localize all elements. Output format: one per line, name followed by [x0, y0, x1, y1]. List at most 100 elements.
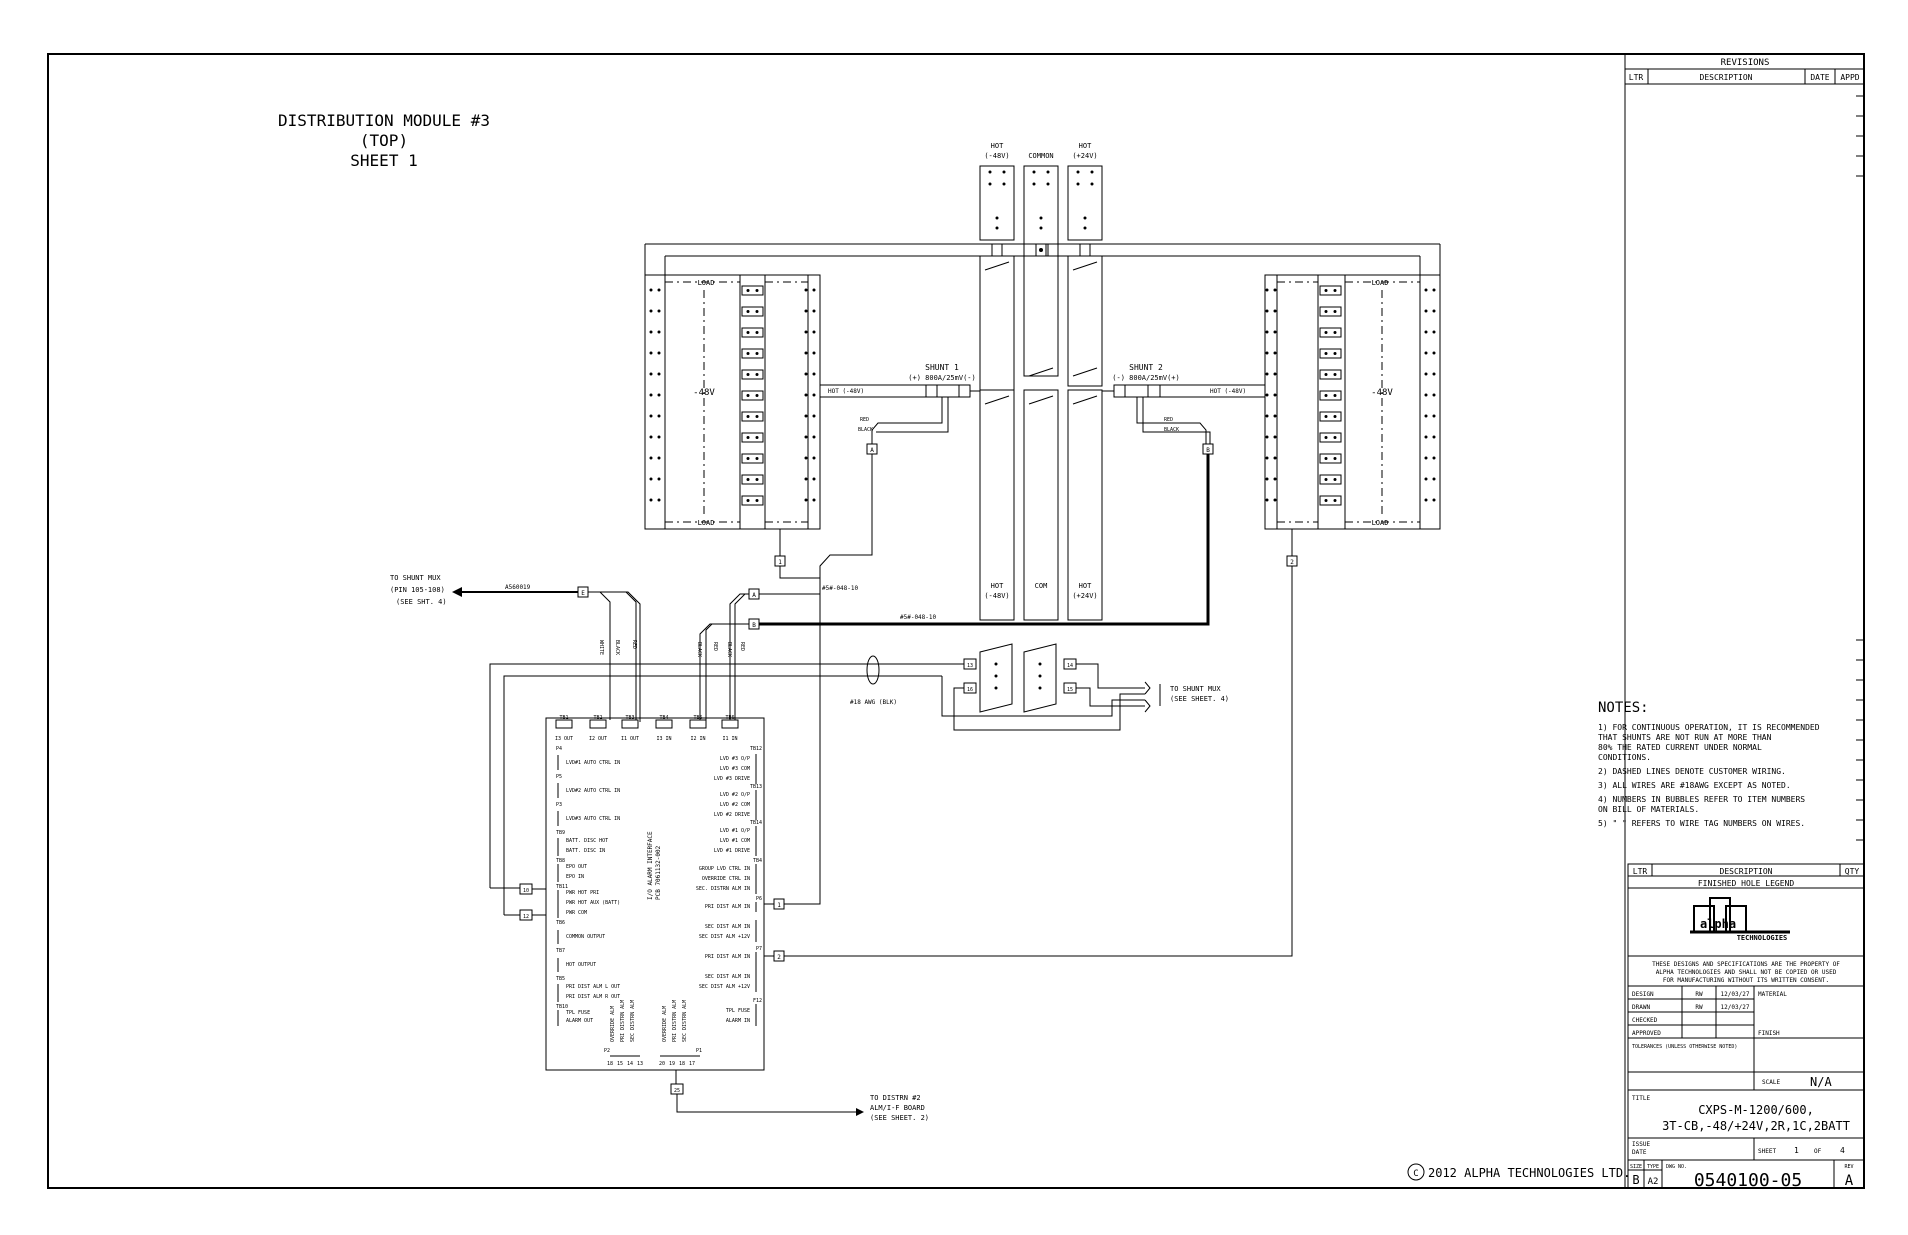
right-edge-ticks — [1856, 95, 1864, 841]
shunt1-black: BLACK — [858, 427, 873, 433]
right-item-13: SEC DIST ALM IN — [705, 924, 750, 930]
notes-item-3: CONDITIONS. — [1598, 753, 1651, 762]
title-block: LTR DESCRIPTION QTY FINISHED HOLE LEGEND… — [1627, 863, 1865, 1191]
breaker-terminal — [1319, 348, 1342, 359]
revisions-col-date: DATE — [1810, 73, 1829, 82]
bus-hot-neg-value: (-48V) — [984, 152, 1009, 160]
mount-hole — [812, 456, 816, 460]
logo-sub: TECHNOLOGIES — [1737, 934, 1788, 942]
terminal-hole — [755, 394, 759, 397]
right-item-15: PRI DIST ALM IN — [705, 954, 750, 960]
notes-heading: NOTES: — [1598, 700, 1649, 716]
tb-issue: ISSUE — [1632, 1141, 1650, 1148]
left-breaker-column — [741, 285, 764, 506]
tb-sheet-num: 1 — [1794, 1146, 1799, 1155]
mount-hole — [649, 498, 653, 502]
tag-13-label: 13 — [967, 663, 973, 669]
tb-scale-label: SCALE — [1762, 1079, 1780, 1086]
tb-legend: FINISHED HOLE LEGEND — [1698, 879, 1795, 888]
mount-hole — [804, 309, 808, 313]
tb-size-value: B — [1632, 1173, 1639, 1187]
right-item-5: LVD #2 DRIVE — [714, 812, 750, 818]
breaker-terminal — [1319, 327, 1342, 338]
breaker-terminal — [741, 453, 764, 464]
breaker-terminal — [1319, 306, 1342, 317]
mount-hole — [1432, 414, 1436, 418]
left-item-1: LVD#2 AUTO CTRL IN — [566, 788, 620, 794]
tag-10-label: 10 — [523, 888, 529, 894]
top-conn-1: I2 OUT — [589, 736, 607, 742]
mounting-holes-1 — [804, 288, 816, 502]
mount-hole — [649, 456, 653, 460]
mount-hole — [1424, 372, 1428, 376]
to-shunt-mux-left-3: (SEE SHT. 4) — [396, 598, 447, 606]
terminal-hole — [755, 436, 759, 439]
middle-bus-bars: HOT (-48V) COM HOT (+24V) — [979, 255, 1103, 621]
tb-sheet-label: SHEET — [1758, 1148, 1776, 1155]
mount-hole — [1273, 330, 1277, 334]
alpha-logo: alpha TECHNOLOGIES — [1690, 897, 1790, 942]
tb-type-label: TYPE — [1647, 1164, 1659, 1170]
terminal-hole — [1324, 457, 1328, 460]
breaker-terminal — [741, 306, 764, 317]
tag-15-label: 15 — [1067, 687, 1073, 693]
to-distrn-2: ALM/I-F BOARD — [870, 1104, 925, 1112]
left-panel-load-top: LOAD — [698, 279, 715, 287]
tag-1-board-label: 1 — [777, 902, 781, 909]
tag-1-top-label: 1 — [778, 559, 782, 566]
mount-hole — [657, 435, 661, 439]
left-id-9: TB10 — [556, 1004, 568, 1010]
tb-drawn: DRAWN — [1632, 1004, 1650, 1011]
right-id-5: P7 — [756, 946, 762, 952]
notes: NOTES: 1) FOR CONTINUOUS OPERATION, IT I… — [1598, 700, 1820, 828]
terminal-hole — [1324, 499, 1328, 502]
left-id-1: P5 — [556, 774, 562, 780]
mount-hole — [1424, 309, 1428, 313]
bottom-pin-3: 13 — [637, 1061, 643, 1067]
mount-hole — [812, 309, 816, 313]
terminal-hole — [755, 415, 759, 418]
tb-ltr: LTR — [1633, 867, 1648, 876]
tag-12-label: 12 — [523, 914, 529, 920]
right-item-11: SEC. DISTRN ALM IN — [696, 886, 750, 892]
tag-a-wire-label: A — [752, 592, 756, 599]
terminal-hole — [755, 457, 759, 460]
bottom-item-3: OVERRIDE ALM — [662, 1006, 668, 1042]
tag-b-shunt2-label: B — [1206, 447, 1210, 454]
right-item-6: LVD #1 O/P — [720, 828, 750, 834]
copyright-symbol: C — [1413, 1169, 1418, 1179]
mount-hole — [1265, 477, 1269, 481]
board-bottom-items: OVERRIDE ALM PRI DISTRN ALM SEC DISTRN A… — [604, 1000, 702, 1067]
revisions-col-appd: APPD — [1840, 73, 1859, 82]
left-panel-hot-tag: HOT (-48V) — [828, 388, 864, 395]
left-item-12: PRI DIST ALM L OUT — [566, 984, 620, 990]
tb-prop-2: ALPHA TECHNOLOGIES AND SHALL NOT BE COPI… — [1656, 969, 1837, 976]
top-id-2: TB3 — [625, 715, 634, 721]
right-item-19: ALARM IN — [726, 1018, 750, 1024]
right-item-9: GROUP LVD CTRL IN — [699, 866, 750, 872]
tag-e-label: E — [581, 590, 585, 597]
terminal-hole — [746, 373, 750, 376]
drawing-border — [47, 53, 1865, 1189]
bottom-hot-neg-value: (-48V) — [984, 592, 1009, 600]
bottom-hot-pos-value: (+24V) — [1072, 592, 1097, 600]
right-panel-load-bottom: LOAD — [1372, 519, 1389, 527]
bus-common-label: COMMON — [1028, 152, 1053, 160]
top-id-0: TB1 — [559, 715, 568, 721]
notes-item-7: ON BILL OF MATERIALS. — [1598, 805, 1699, 814]
to-shunt-mux-right-1: TO SHUNT MUX — [1170, 685, 1221, 693]
terminal-hole — [1333, 457, 1337, 460]
shunt2-black: BLACK — [1164, 427, 1179, 433]
left-id-0: P4 — [556, 746, 562, 752]
breaker-terminal — [741, 390, 764, 401]
left-id-5: TB11 — [556, 884, 568, 890]
top-conn-0: I3 OUT — [555, 736, 573, 742]
mount-hole — [1432, 477, 1436, 481]
left-item-11: HOT OUTPUT — [566, 962, 596, 968]
mount-hole — [1265, 456, 1269, 460]
tag-16-label: 16 — [967, 687, 973, 693]
breaker-terminal — [741, 432, 764, 443]
tb-scale-value: N/A — [1810, 1075, 1832, 1089]
terminal-hole — [1324, 331, 1328, 334]
